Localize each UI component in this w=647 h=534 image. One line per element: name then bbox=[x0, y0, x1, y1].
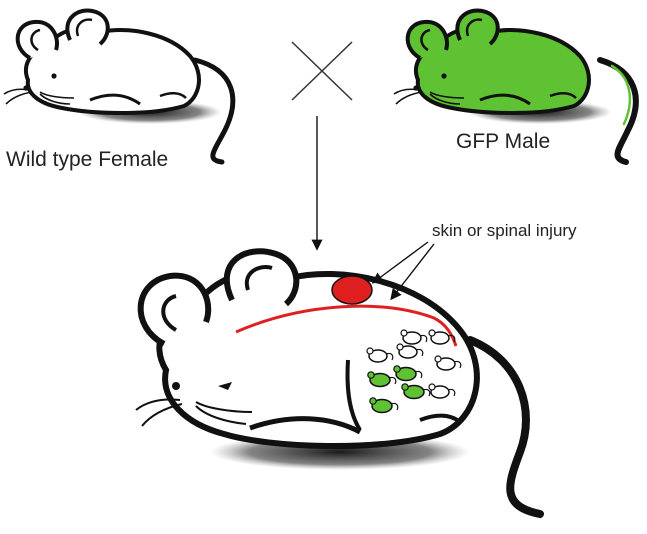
female-ear-front bbox=[15, 19, 59, 60]
pregnant-ear-front bbox=[137, 272, 212, 347]
male-tail bbox=[597, 57, 639, 165]
male-label: GFP Male bbox=[456, 130, 551, 153]
female-mouse bbox=[3, 8, 236, 165]
female-whiskers bbox=[3, 88, 75, 105]
injury-label: skin or spinal injury bbox=[432, 221, 577, 240]
female-label: Wild type Female bbox=[6, 148, 169, 171]
embryo-white bbox=[428, 383, 456, 399]
embryo-white bbox=[400, 329, 428, 345]
pregnant-mouse bbox=[135, 248, 544, 518]
injury-wound bbox=[331, 275, 373, 305]
female-ear-back bbox=[65, 8, 110, 46]
pregnant-ear-back bbox=[223, 248, 300, 307]
injury-pointer-wound bbox=[371, 241, 429, 284]
injury-line bbox=[235, 304, 458, 347]
male-eye bbox=[441, 73, 447, 79]
embryo-white bbox=[396, 343, 424, 359]
pregnant-nose bbox=[172, 382, 180, 390]
embryo-white bbox=[366, 347, 394, 363]
embryo-white bbox=[434, 355, 462, 371]
male-ear-front bbox=[405, 19, 449, 60]
pregnant-whiskers bbox=[135, 398, 253, 427]
pregnant-eye bbox=[218, 382, 232, 390]
embryo-green bbox=[401, 383, 431, 400]
cross-symbol bbox=[291, 41, 353, 101]
male-whiskers bbox=[393, 88, 465, 105]
embryo-white bbox=[428, 329, 456, 345]
female-tail bbox=[192, 57, 236, 165]
female-eye bbox=[51, 73, 57, 79]
embryo-green bbox=[369, 397, 399, 414]
embryo-green bbox=[393, 365, 423, 382]
male-mouse bbox=[393, 8, 639, 165]
pregnant-tail bbox=[466, 336, 544, 518]
male-ear-back bbox=[455, 8, 500, 46]
embryo-green bbox=[367, 371, 397, 388]
injury-pointer-spine bbox=[390, 243, 435, 301]
